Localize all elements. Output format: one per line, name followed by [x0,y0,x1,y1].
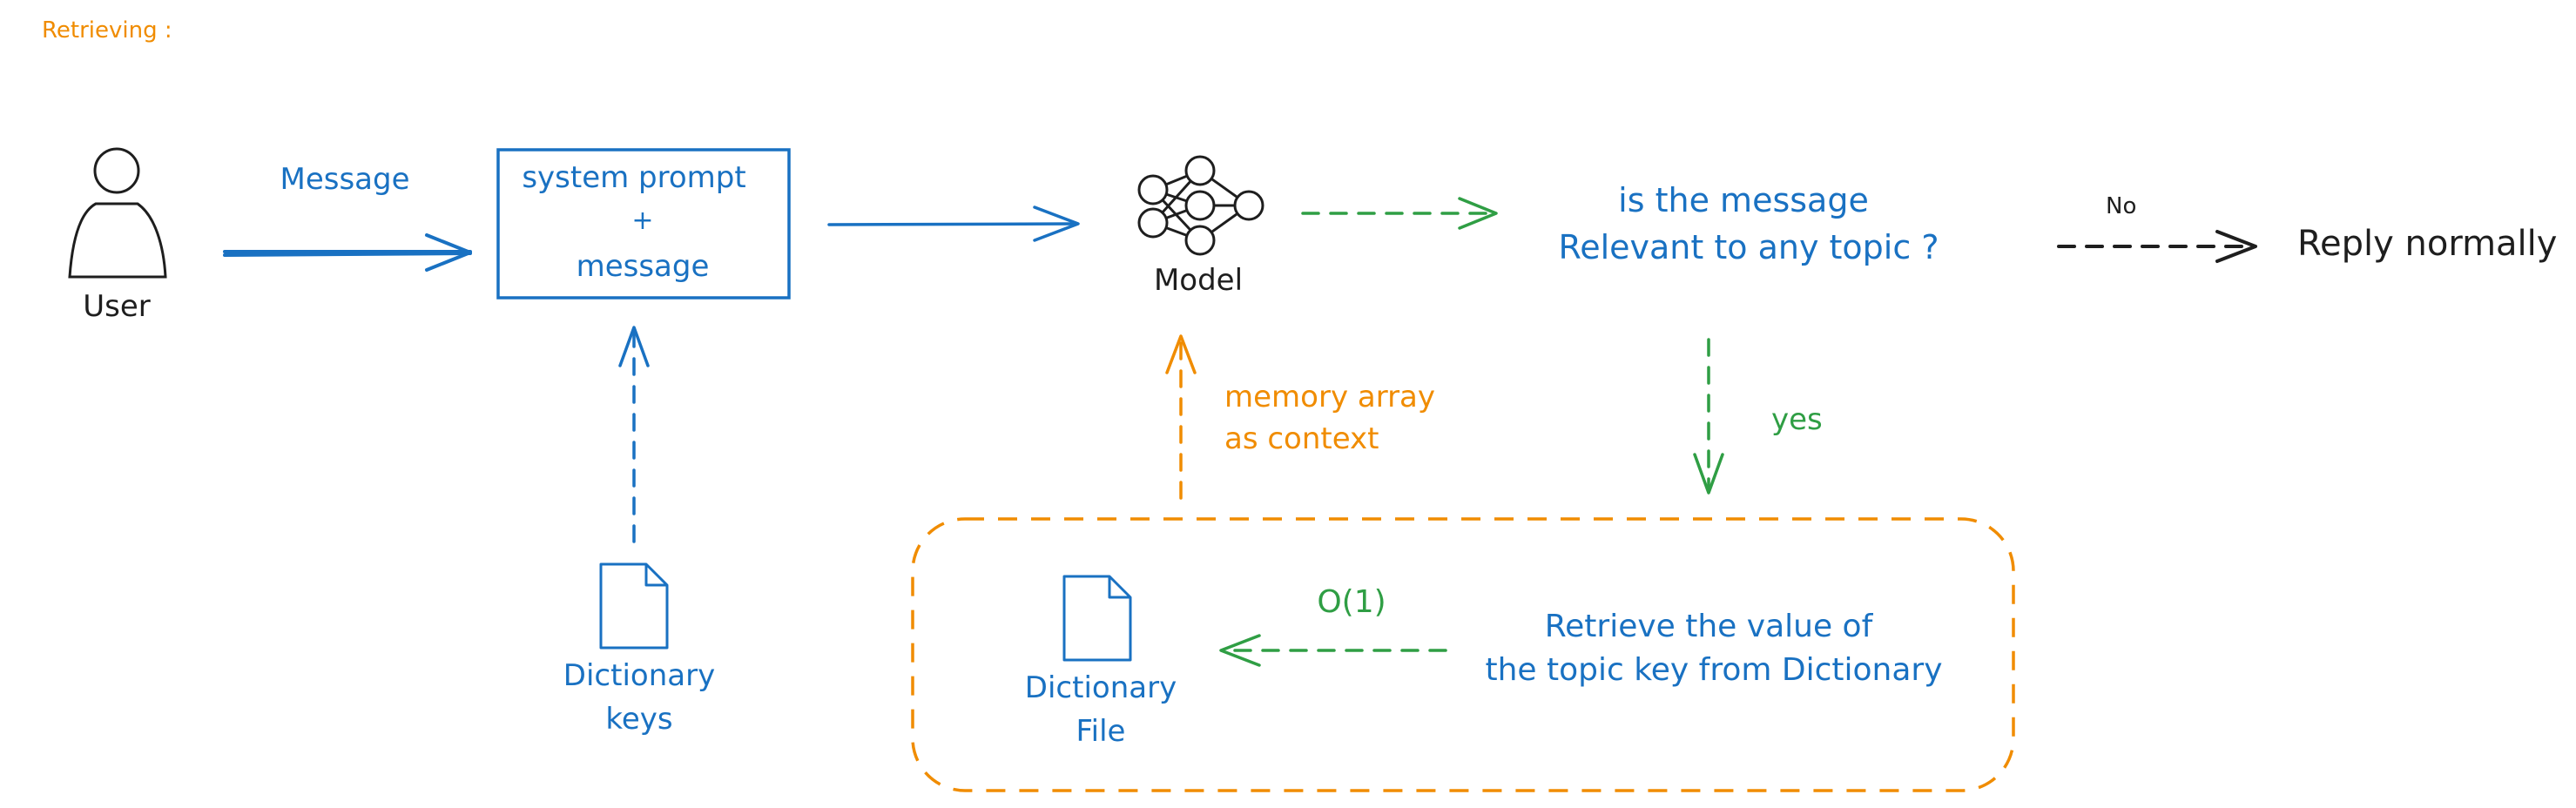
arrow-keys-to-prompt [618,326,650,543]
system-prompt-box [496,148,791,300]
prompt-line-1: system prompt [522,160,746,195]
reply-normally: Reply normally [2297,224,2558,264]
arrow-user-to-prompt [223,233,472,272]
arrow-model-to-decision [1301,197,1498,230]
yes-edge-label: yes [1771,402,1823,437]
decision-line-1: is the message [1618,181,1869,219]
user-label: User [83,289,151,324]
user-icon [68,147,167,279]
arrow-retrieve-to-file [1219,634,1447,667]
message-edge-label: Message [280,162,410,197]
dictionary-file-line-1: Dictionary [1024,670,1177,705]
retrieval-container [911,517,2015,792]
dictionary-keys-file-icon [599,562,669,650]
prompt-line-3: message [576,249,710,284]
diagram-title: Retrieving : [42,17,172,44]
complexity-label: O(1) [1317,584,1386,620]
no-edge-label: No [2106,193,2137,219]
retrieve-line-2: the topic key from Dictionary [1485,652,1943,688]
arrow-memory-to-model [1165,334,1197,500]
arrow-decision-to-reply [2057,230,2257,263]
decision-line-2: Relevant to any topic ? [1558,228,1939,266]
model-label: Model [1153,263,1244,298]
model-icon [1137,155,1264,256]
dictionary-keys-line-2: keys [605,702,673,737]
prompt-line-2: + [631,205,654,236]
memory-label-line-2: as context [1224,421,1379,456]
retrieve-line-1: Retrieve the value of [1544,609,1873,644]
arrow-prompt-to-model [827,205,1080,242]
dictionary-file-icon [1062,575,1132,662]
dictionary-keys-line-1: Dictionary [563,658,716,693]
memory-label-line-1: memory array [1224,380,1436,414]
arrow-decision-to-retrieve [1693,338,1724,495]
dictionary-file-line-2: File [1076,714,1126,749]
